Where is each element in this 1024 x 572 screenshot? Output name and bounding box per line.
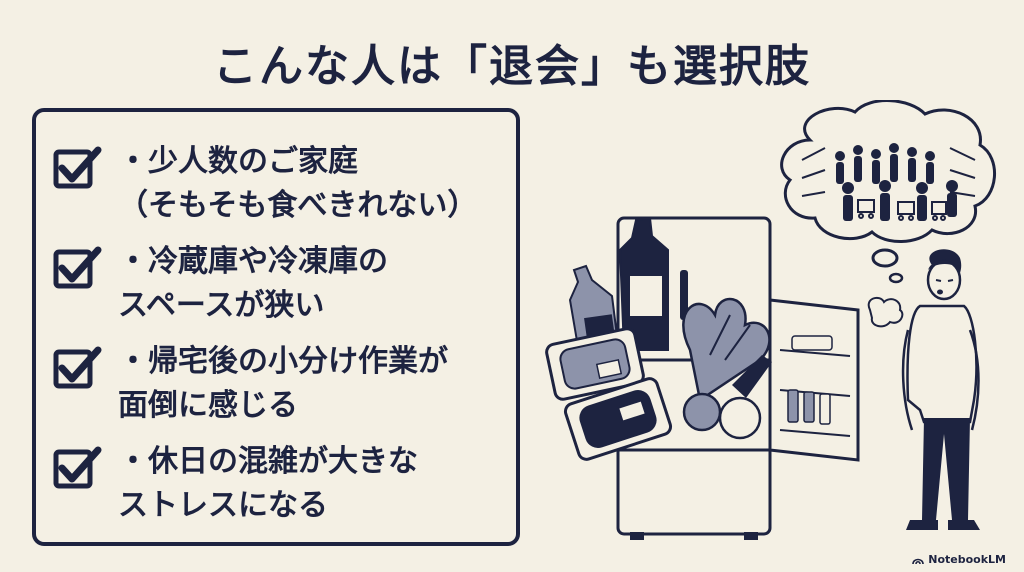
checklist-item-line: ・休日の混雑が大きな (118, 444, 418, 479)
checklist-item-text: ・帰宅後の小分け作業が 面倒に感じる (118, 340, 448, 428)
checklist-item-line: スペースが狭い (118, 288, 325, 323)
thought-bubble-crowd-icon (780, 100, 996, 284)
footer-brand-text: NotebookLM (928, 553, 1006, 566)
checklist-panel: ・少人数のご家庭 （そもそも食べきれない） ・冷蔵庫や冷凍庫の スペースが狭い … (32, 108, 520, 546)
checkbox-checked-icon (53, 446, 102, 489)
checkbox-checked-icon (53, 346, 102, 389)
checklist-item-line: ・冷蔵庫や冷凍庫の (118, 244, 388, 279)
checklist-item-text: ・少人数のご家庭 （そもそも食べきれない） (118, 140, 477, 228)
checkbox-checked-icon (53, 246, 102, 289)
notebooklm-logo-icon (912, 558, 925, 564)
person-sighing-icon (867, 249, 980, 530)
checklist-item-line: （そもそも食べきれない） (118, 188, 478, 223)
checkbox-checked-icon (53, 146, 102, 189)
checklist-item-line: ・帰宅後の小分け作業が (118, 344, 448, 379)
checklist-item-text: ・冷蔵庫や冷凍庫の スペースが狭い (118, 240, 388, 328)
refrigerator-icon (545, 216, 860, 540)
overflowing-fridge-illustration (545, 100, 996, 540)
checklist-item-line: ・少人数のご家庭 (118, 144, 358, 179)
page-title: こんな人は「退会」も選択肢 (213, 41, 811, 92)
checklist-item-line: 面倒に感じる (118, 388, 298, 423)
footer-brand: NotebookLM (912, 553, 1006, 566)
checklist-item-line: ストレスになる (118, 488, 328, 523)
checklist-item-text: ・休日の混雑が大きな ストレスになる (118, 440, 418, 528)
